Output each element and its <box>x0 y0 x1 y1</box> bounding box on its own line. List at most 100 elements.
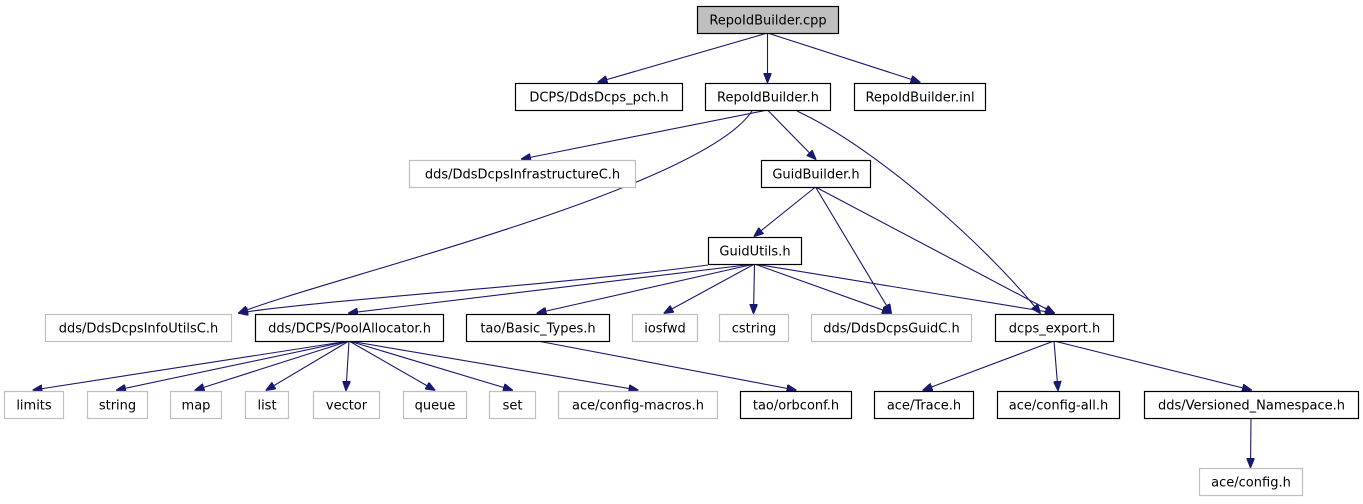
node-label: ace/config-all.h <box>1009 399 1109 414</box>
node-repoidbuilder-cpp: RepoIdBuilder.cpp <box>696 5 840 35</box>
edge-guidutils-h-to-dds-ddsdcpsinfoutilsc-h <box>239 264 709 313</box>
edge-repoidbuilder-h-to-guidbuilder-h <box>767 109 816 159</box>
edge-repoidbuilder-h-to-dcps-export-h <box>796 110 1040 313</box>
node-label: list <box>257 399 276 414</box>
node-label: RepoIdBuilder.inl <box>865 91 974 106</box>
node-box <box>996 390 1121 420</box>
node-limits: limits <box>3 390 65 420</box>
node-dds-ddsdcpsguidc-h: dds/DdsDcpsGuidC.h <box>810 313 973 343</box>
node-guidutils-h[interactable]: GuidUtils.h <box>707 236 803 266</box>
node-label: ace/config-macros.h <box>572 399 704 414</box>
node-string: string <box>86 390 149 420</box>
node-label: dcps_export.h <box>1009 322 1100 337</box>
node-list: list <box>244 390 290 420</box>
edge-repoidbuilder-cpp-to-dcps-ddsdcps-pch-h <box>599 32 768 82</box>
node-iosfwd: iosfwd <box>631 313 699 343</box>
node-box <box>718 313 790 343</box>
node-box <box>3 390 65 420</box>
node-label: dds/Versioned_Namespace.h <box>1158 399 1345 414</box>
node-repoidbuilder-h[interactable]: RepoIdBuilder.h <box>704 82 832 112</box>
node-box <box>488 390 537 420</box>
edge-guidutils-h-to-dds-ddsdcpsguidc-h <box>754 263 892 313</box>
edge-dcps-export-h-to-ace-trace-h <box>924 340 1055 390</box>
node-box <box>704 82 832 112</box>
edge-guidbuilder-h-to-dds-ddsdcpsguidc-h <box>815 186 892 313</box>
node-cstring: cstring <box>718 313 790 343</box>
node-tao-orbconf-h[interactable]: tao/orbconf.h <box>739 390 853 420</box>
edge-dds-dcps-poolallocator-h-to-list <box>267 340 350 390</box>
edge-repoidbuilder-h-to-dds-ddsdcpsinfrastructurec-h <box>522 109 768 159</box>
node-label: vector <box>326 399 368 414</box>
node-label: GuidUtils.h <box>719 245 790 260</box>
node-ace-trace-h[interactable]: ace/Trace.h <box>873 390 975 420</box>
node-ace-config-all-h[interactable]: ace/config-all.h <box>996 390 1121 420</box>
node-box <box>1143 390 1360 420</box>
node-box <box>557 390 719 420</box>
node-dds-ddsdcpsinfrastructurec-h: dds/DdsDcpsInfrastructureC.h <box>408 159 637 189</box>
node-map: map <box>169 390 223 420</box>
node-queue: queue <box>402 390 468 420</box>
node-box <box>86 390 149 420</box>
node-box <box>408 159 637 189</box>
node-box <box>696 5 840 35</box>
node-label: RepoIdBuilder.cpp <box>709 14 826 29</box>
edges-layer <box>34 32 1252 467</box>
node-box <box>169 390 223 420</box>
edge-dds-dcps-poolallocator-h-to-ace-config-macros-h <box>348 340 638 390</box>
node-label: GuidBuilder.h <box>772 168 859 183</box>
node-dds-versioned-namespace-h[interactable]: dds/Versioned_Namespace.h <box>1143 390 1360 420</box>
node-label: set <box>503 399 523 414</box>
node-label: tao/Basic_Types.h <box>480 322 595 337</box>
node-label: dds/DdsDcpsInfrastructureC.h <box>425 168 620 183</box>
edge-guidutils-h-to-cstring <box>754 263 755 313</box>
edge-guidbuilder-h-to-dcps-export-h <box>815 186 1055 313</box>
node-label: map <box>182 399 211 414</box>
node-label: dds/DdsDcpsGuidC.h <box>823 322 960 337</box>
node-box <box>760 159 872 189</box>
edge-dcps-export-h-to-dds-versioned-namespace-h <box>1053 340 1251 390</box>
node-dds-ddsdcpsinfoutilsc-h: dds/DdsDcpsInfoUtilsC.h <box>44 313 233 343</box>
node-box <box>739 390 853 420</box>
edge-dcps-export-h-to-ace-config-all-h <box>1054 340 1058 390</box>
node-repoidbuilder-inl[interactable]: RepoIdBuilder.inl <box>853 82 987 112</box>
node-dds-dcps-poolallocator-h[interactable]: dds/DCPS/PoolAllocator.h <box>254 313 445 343</box>
edge-dds-dcps-poolallocator-h-to-vector <box>346 340 349 390</box>
edge-dds-dcps-poolallocator-h-to-string <box>117 340 350 390</box>
node-set: set <box>488 390 537 420</box>
node-vector: vector <box>312 390 381 420</box>
node-box <box>994 313 1115 343</box>
node-dcps-export-h[interactable]: dcps_export.h <box>994 313 1115 343</box>
edge-dds-dcps-poolallocator-h-to-map <box>196 340 350 390</box>
edge-guidutils-h-to-dcps-export-h <box>754 263 1055 313</box>
node-box <box>810 313 973 343</box>
edge-dds-versioned-namespace-h-to-ace-config-h <box>1251 417 1252 467</box>
edge-repoidbuilder-h-to-dds-ddsdcpsinfoutilsc-h <box>239 110 753 313</box>
node-box <box>312 390 381 420</box>
node-box <box>707 236 803 266</box>
node-label: ace/config.h <box>1211 476 1291 491</box>
edge-guidbuilder-h-to-guidutils-h <box>755 186 816 236</box>
node-label: iosfwd <box>644 322 686 337</box>
node-ace-config-macros-h: ace/config-macros.h <box>557 390 719 420</box>
node-label: RepoIdBuilder.h <box>717 91 819 106</box>
node-label: tao/orbconf.h <box>753 399 839 414</box>
node-label: limits <box>16 399 52 414</box>
edge-dds-dcps-poolallocator-h-to-queue <box>348 340 435 390</box>
edge-dds-dcps-poolallocator-h-to-limits <box>34 340 350 390</box>
node-dcps-ddsdcps-pch-h[interactable]: DCPS/DdsDcps_pch.h <box>514 82 684 112</box>
node-box <box>853 82 987 112</box>
edge-guidutils-h-to-dds-dcps-poolallocator-h <box>349 263 755 313</box>
edge-dds-dcps-poolallocator-h-to-set <box>348 340 512 390</box>
node-tao-basic-types-h[interactable]: tao/Basic_Types.h <box>465 313 611 343</box>
node-label: string <box>99 399 136 414</box>
node-label: ace/Trace.h <box>887 399 961 414</box>
node-label: queue <box>415 399 456 414</box>
edge-repoidbuilder-cpp-to-repoidbuilder-inl <box>767 32 920 82</box>
node-box <box>631 313 699 343</box>
node-guidbuilder-h[interactable]: GuidBuilder.h <box>760 159 872 189</box>
node-label: cstring <box>732 322 776 337</box>
node-box <box>254 313 445 343</box>
edge-guidutils-h-to-iosfwd <box>665 263 755 313</box>
